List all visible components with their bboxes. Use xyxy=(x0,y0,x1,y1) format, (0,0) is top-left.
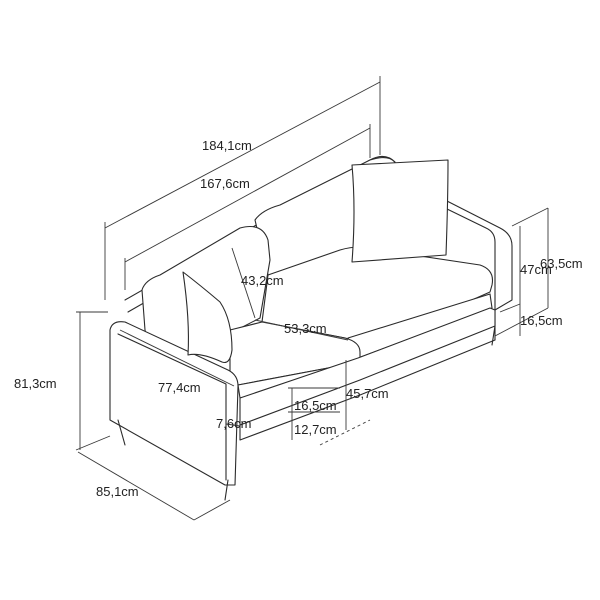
dimension-labels: 184,1cm 167,6cm 43,2cm 53,3cm 77,4cm 81,… xyxy=(14,138,583,499)
label-arm-length: 77,4cm xyxy=(158,380,201,395)
label-leg-height: 12,7cm xyxy=(294,422,337,437)
dim-line-total-width xyxy=(104,81,381,229)
left-arm-inner xyxy=(117,333,227,481)
leg-front-right xyxy=(224,479,229,501)
label-arm-height: 63,5cm xyxy=(540,256,583,271)
label-total-depth: 85,1cm xyxy=(96,484,139,499)
left-arm xyxy=(109,321,239,486)
label-frame-height: 16,5cm xyxy=(294,398,337,413)
dim-line-back-height xyxy=(231,247,256,319)
dimension-lines xyxy=(75,76,549,521)
label-cushion-depth: 53,3cm xyxy=(284,321,327,336)
label-total-width: 184,1cm xyxy=(202,138,252,153)
dim-line-cushion-depth xyxy=(254,319,349,341)
label-seat-width: 167,6cm xyxy=(200,176,250,191)
dim-line-seat-width xyxy=(124,127,371,263)
label-total-height: 81,3cm xyxy=(14,376,57,391)
label-seat-height: 47cm xyxy=(520,262,552,277)
throw-pillow-left xyxy=(182,271,233,364)
dim-line-total-depth xyxy=(77,451,195,521)
label-back-height: 43,2cm xyxy=(241,273,284,288)
dim-line-arm-length xyxy=(119,329,235,387)
leg-back-right xyxy=(491,325,496,346)
label-leg-height-side: 16,5cm xyxy=(520,313,563,328)
front-rail xyxy=(239,307,496,426)
dim-line-arm-width xyxy=(225,423,241,427)
throw-pillow-right xyxy=(351,159,449,263)
sofa-body xyxy=(109,155,513,501)
label-seat-floor-height: 45,7cm xyxy=(346,386,389,401)
label-arm-width: 7,6cm xyxy=(216,416,251,431)
leg-front-left xyxy=(117,419,126,446)
front-rail-bottom xyxy=(239,339,496,441)
